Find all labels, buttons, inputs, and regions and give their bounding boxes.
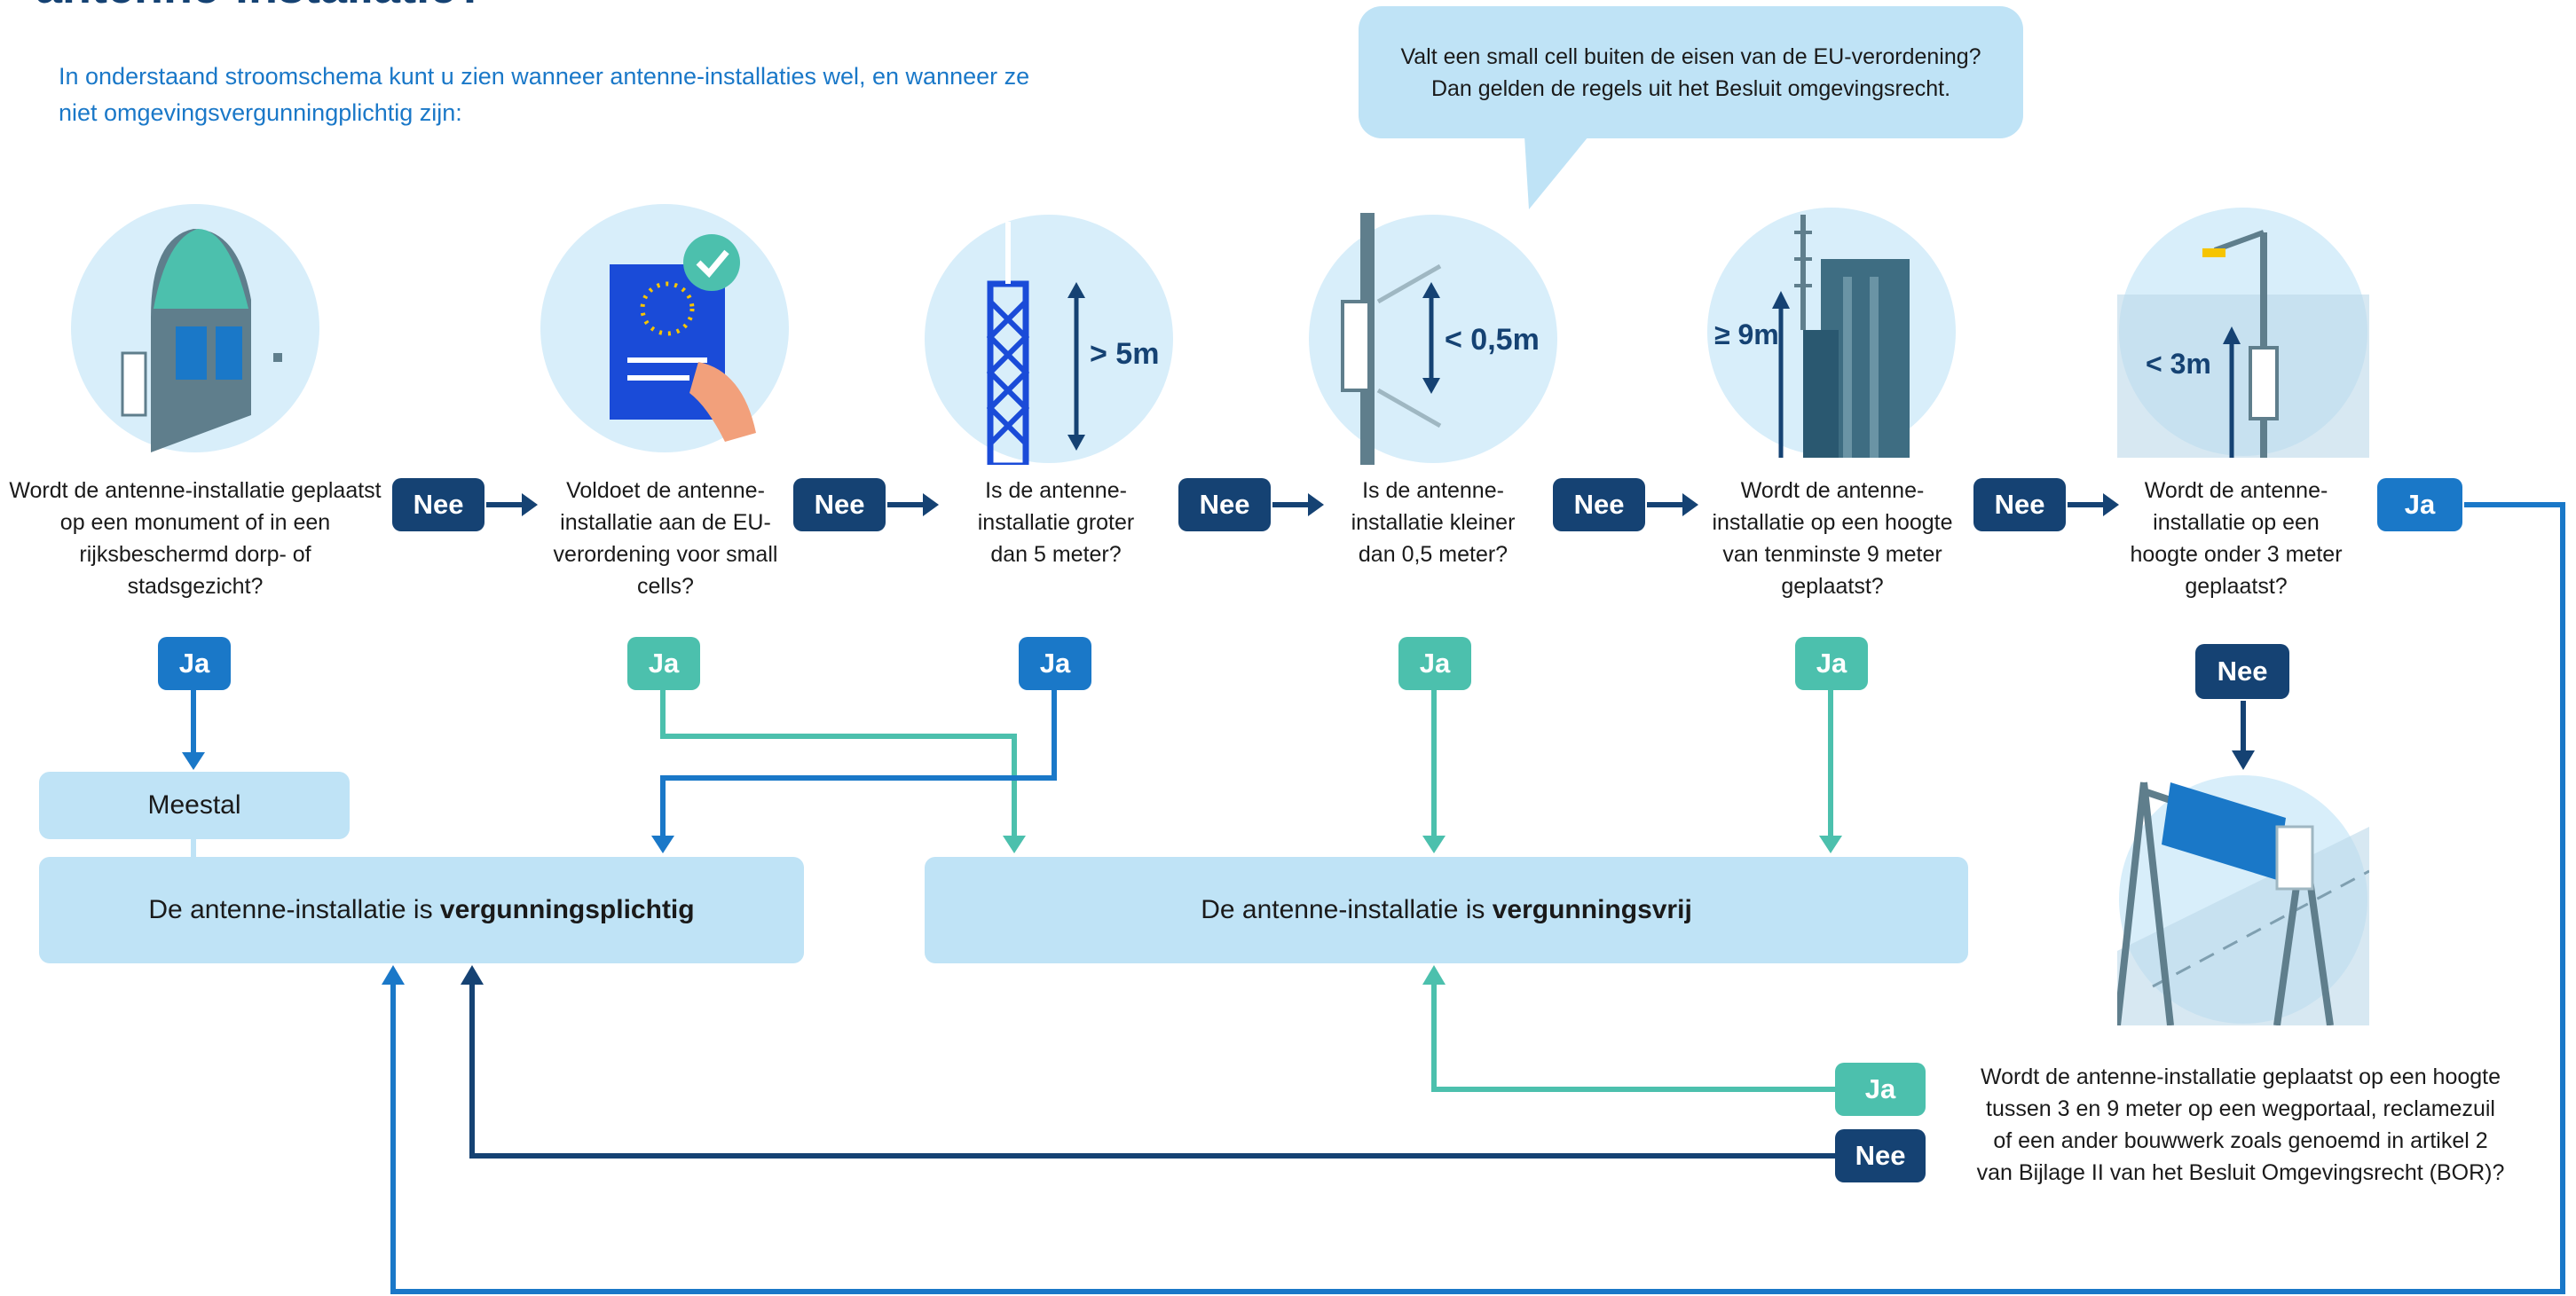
ja-button-3[interactable]: Ja xyxy=(1019,637,1091,690)
outcome-vergunningsvrij: De antenne-installatie is vergunningsvri… xyxy=(925,857,1968,963)
eu-document-icon xyxy=(540,204,789,452)
ja-button-6[interactable]: Ja xyxy=(2377,478,2462,531)
question-9m: Wordt de antenne-installatie op een hoog… xyxy=(1712,478,1953,599)
page-title: antenne-installatie? xyxy=(35,0,485,14)
monument-house-icon xyxy=(71,204,319,452)
building-height-label: ≥ 9m xyxy=(1714,318,1779,350)
ja-button-7[interactable]: Ja xyxy=(1835,1063,1926,1116)
nee-button-5[interactable]: Nee xyxy=(1973,478,2066,531)
meestal-box: Meestal xyxy=(39,772,350,839)
question-smaller-05m: Is de antenne-installatie kleiner dan 0,… xyxy=(1351,478,1516,567)
nee-button-3[interactable]: Nee xyxy=(1178,478,1271,531)
ja-button-1[interactable]: Ja xyxy=(158,637,231,690)
outcome-vrij-bold: vergunningsvrij xyxy=(1492,895,1692,924)
outcome-vrij-text: De antenne-installatie is vergunningsvri… xyxy=(1201,895,1692,925)
lamp-height-label: < 3m xyxy=(2146,348,2211,380)
intro-text: In onderstaand stroomschema kunt u zien … xyxy=(59,63,1030,126)
road-gantry-icon xyxy=(2117,775,2369,1025)
question-eu-regulation: Voldoet de antenne-installatie aan de EU… xyxy=(553,478,778,599)
bubble-line-2: Dan gelden de regels uit het Besluit omg… xyxy=(1430,75,1951,101)
ja-button-5[interactable]: Ja xyxy=(1795,637,1868,690)
nee-button-2[interactable]: Nee xyxy=(793,478,886,531)
ja-button-2[interactable]: Ja xyxy=(627,637,700,690)
question-under-3m: Wordt de antenne-installatie op een hoog… xyxy=(2130,478,2343,599)
nee-button-6[interactable]: Nee xyxy=(2195,644,2289,699)
small-antenna-label: < 0,5m xyxy=(1445,323,1540,357)
question-larger-5m: Is de antenne-installatie groter dan 5 m… xyxy=(977,478,1135,567)
outcome-vrij-prefix: De antenne-installatie is xyxy=(1201,895,1493,924)
tower-icon xyxy=(925,215,1173,465)
nee-arrows xyxy=(486,493,2119,516)
speech-bubble: Valt een small cell buiten de eisen van … xyxy=(1359,6,2023,138)
nee-button-1[interactable]: Nee xyxy=(392,478,484,531)
outcome-vergunningsplichtig: De antenne-installatie is vergunningspli… xyxy=(39,857,804,963)
tower-height-label: > 5m xyxy=(1090,337,1160,371)
ja-button-4[interactable]: Ja xyxy=(1398,637,1471,690)
small-antenna-icon xyxy=(1309,213,1557,465)
bubble-line-1: Valt een small cell buiten de eisen van … xyxy=(1400,43,1981,69)
outcome-plichtig-prefix: De antenne-installatie is xyxy=(148,895,440,924)
question-monument: Wordt de antenne-installatie geplaatst o… xyxy=(9,478,382,599)
lamp-post-icon xyxy=(2117,208,2369,458)
question-3-9m-structure: Wordt de antenne-installatie geplaatst o… xyxy=(1976,1064,2505,1185)
outcome-plichtig-text: De antenne-installatie is vergunningspli… xyxy=(148,895,694,925)
outcome-plichtig-bold: vergunningsplichtig xyxy=(439,895,695,924)
meestal-label: Meestal xyxy=(147,790,241,820)
nee-button-4[interactable]: Nee xyxy=(1553,478,1645,531)
building-icon xyxy=(1707,208,1956,458)
nee-button-7[interactable]: Nee xyxy=(1835,1129,1926,1182)
